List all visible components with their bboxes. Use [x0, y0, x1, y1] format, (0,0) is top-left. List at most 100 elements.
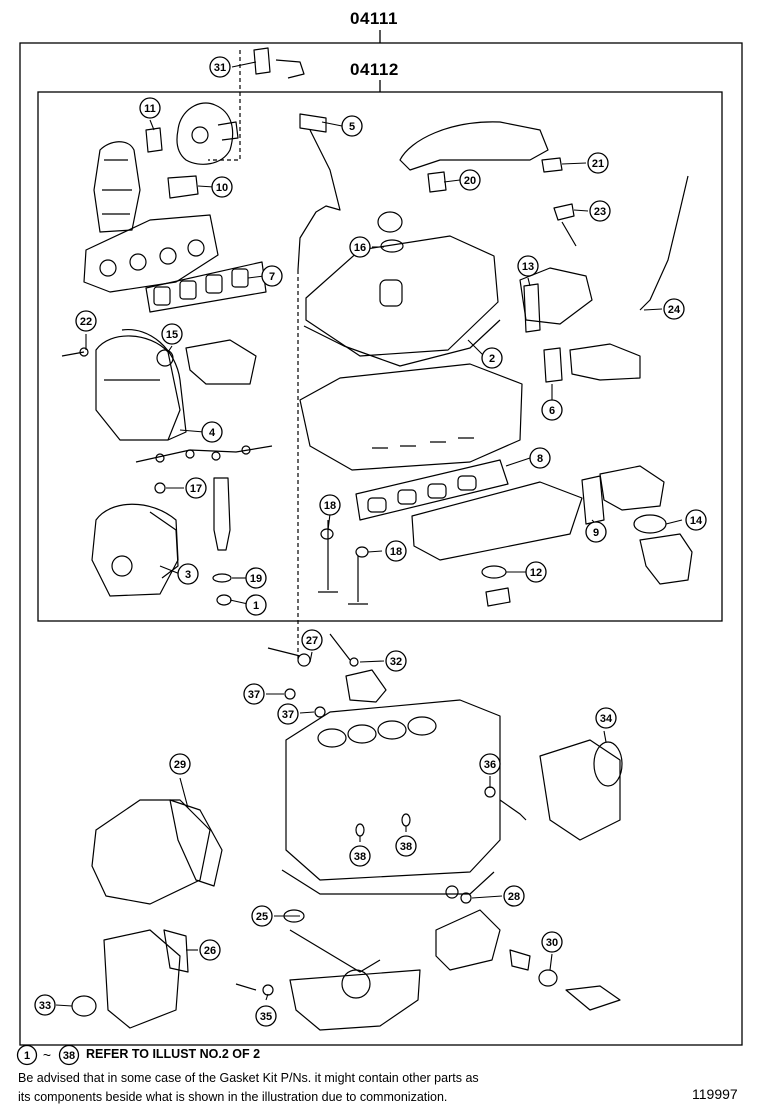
callouts: [55, 61, 683, 1007]
cylinder-block-part: [285, 699, 501, 881]
bolt-27: [267, 647, 311, 667]
callout-bubble: [385, 540, 407, 562]
callout-bubble: [301, 629, 323, 651]
callout-number: 20: [464, 175, 476, 187]
gasket-10: [167, 175, 199, 199]
head-cover-gasket-2: [303, 319, 501, 367]
seal-36: [484, 786, 496, 798]
egr-valve-part: [599, 465, 665, 511]
callout-bubble: [349, 236, 371, 258]
timing-gear-case-part: [103, 929, 181, 1029]
gasket-13: [523, 283, 541, 333]
footer-refer-text: REFER TO ILLUST NO.2 OF 2: [86, 1047, 261, 1061]
callout-bubble: [459, 169, 481, 191]
exhaust-pipe-part: [93, 141, 141, 233]
seal-37-a: [284, 688, 296, 700]
cylinder-head-cover-part: [305, 235, 499, 357]
callout-bubble: [685, 509, 707, 531]
gasket-29: [169, 799, 223, 887]
callout-number: 25: [256, 911, 268, 923]
gasket-23: [553, 203, 577, 247]
callout-number: 12: [530, 567, 542, 579]
oil-dipstick-guide-5: [297, 113, 341, 271]
callout-number: 37: [282, 709, 294, 721]
callout-bubble: [529, 447, 551, 469]
callout-number: 7: [269, 271, 275, 283]
callout-bubble: [349, 845, 371, 867]
callout-bubble: [503, 885, 525, 907]
oil-filter-bracket-part: [435, 909, 501, 971]
sensor-part: [509, 949, 531, 971]
water-pump-housing-part: [91, 799, 211, 905]
callout-bubble: [517, 255, 539, 277]
seal-38-a: [355, 823, 365, 837]
oil-pump-part: [185, 339, 257, 385]
callout-number: 17: [190, 483, 202, 495]
callout-bubble: [481, 347, 503, 369]
callout-bubble: [585, 521, 607, 543]
timing-belt-cover-part: [95, 335, 181, 441]
seal-30: [538, 969, 558, 987]
gasket-26: [163, 929, 189, 973]
callout-number: 33: [39, 1000, 51, 1012]
callout-bubble: [541, 399, 563, 421]
footer-range-end-bubble: [58, 1044, 80, 1066]
valve-part-2: [348, 556, 368, 605]
exhaust-manifold-part: [83, 214, 219, 293]
callout-bubble: [211, 176, 233, 198]
exhaust-manifold-gasket-7: [145, 261, 267, 313]
callout-number: 35: [260, 1011, 272, 1023]
oil-strainer-part: [289, 929, 381, 999]
callout-number: 26: [204, 945, 216, 957]
callout-bubble: [201, 421, 223, 443]
thermostat-housing-part: [569, 343, 641, 381]
callout-bubble: [525, 561, 547, 583]
callout-bubble: [251, 905, 273, 927]
callout-bubble: [589, 200, 611, 222]
callout-number: 32: [390, 656, 402, 668]
callout-number: 37: [248, 689, 260, 701]
oil-seal-33: [71, 995, 97, 1017]
bolt-36: [499, 799, 527, 821]
gasket-21: [541, 157, 563, 173]
turbocharger-part: [176, 102, 239, 165]
callout-number: 24: [668, 304, 681, 316]
callout-number: 29: [174, 759, 186, 771]
dipstick-24: [639, 175, 689, 311]
callout-number: 38: [400, 841, 412, 853]
seal-18-a: [320, 528, 334, 540]
oil-seal-34: [593, 741, 623, 787]
o-ring-28: [445, 885, 472, 904]
washer-1: [216, 594, 232, 606]
callout-number: 11: [144, 103, 156, 115]
intake-manifold-gasket-8: [355, 459, 509, 521]
timing-cover-gasket-4: [121, 329, 187, 441]
callout-number: 10: [216, 182, 228, 194]
inner-kit-frame: [37, 91, 723, 622]
gasket-11: [145, 127, 163, 153]
callout-number: 13: [522, 261, 534, 273]
callout-bubble: [277, 703, 299, 725]
callout-bubble: [261, 265, 283, 287]
callout-bubble: [199, 939, 221, 961]
gasket-31: [253, 47, 305, 79]
gasket-9: [581, 475, 605, 525]
callout-number: 31: [214, 62, 226, 74]
oil-pan-gasket-part: [281, 869, 495, 895]
callout-bubble: [177, 563, 199, 585]
callout-number: 4: [209, 427, 216, 439]
front-plate-part: [91, 503, 179, 597]
callout-bubble: [255, 1005, 277, 1027]
callout-number: 3: [185, 569, 191, 581]
plug-part: [345, 669, 387, 703]
outer-kit-frame: [19, 42, 743, 1046]
callout-number: 6: [549, 405, 555, 417]
bolt-35: [235, 983, 274, 996]
callout-number: 16: [354, 242, 366, 254]
oil-seal-15: [156, 349, 174, 367]
callout-number: 30: [546, 937, 558, 949]
callout-bubble: [595, 707, 617, 729]
callout-bubble: [341, 115, 363, 137]
inner-kit-code: 04112: [350, 60, 399, 79]
bracket-part-2: [565, 985, 621, 1011]
